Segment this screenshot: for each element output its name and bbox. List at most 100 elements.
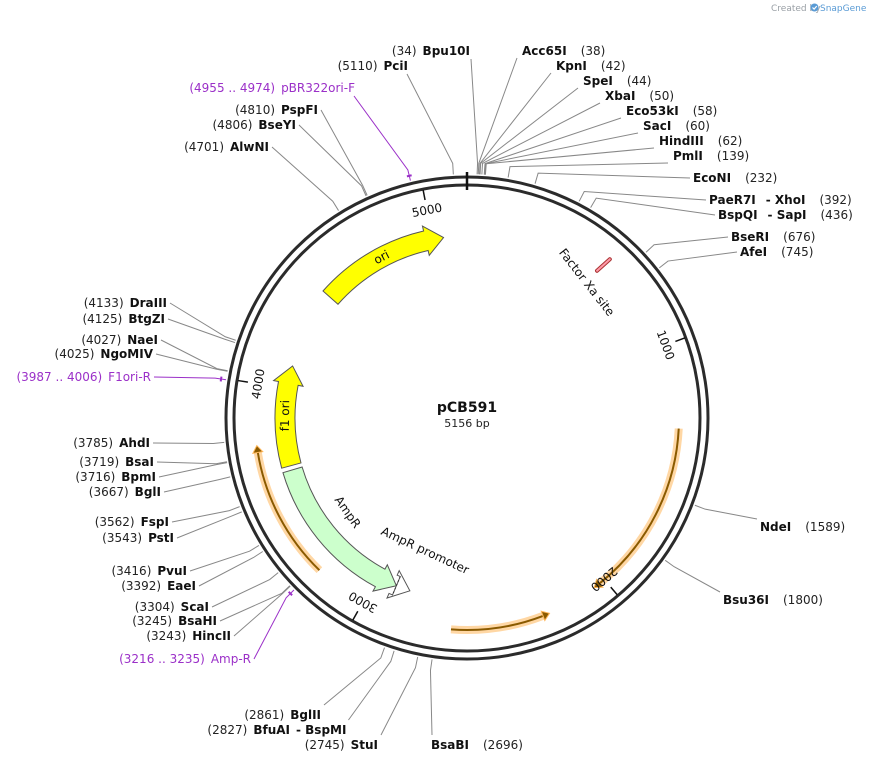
- site-name: DraIII: [130, 296, 167, 310]
- site-name-2: - SapI: [768, 208, 807, 222]
- site-ahdi[interactable]: AhdI(3785): [73, 436, 150, 450]
- leader-spei: [479, 87, 579, 175]
- leader-kpni: [478, 72, 552, 175]
- site-position: (3716): [75, 470, 115, 484]
- site-position: (60): [685, 119, 710, 133]
- site-afei[interactable]: AfeI(745): [740, 245, 813, 259]
- leader-saci: [484, 132, 639, 175]
- site-pvui[interactable]: PvuI(3416): [111, 564, 187, 578]
- site-position: (44): [627, 74, 652, 88]
- site-btgzi[interactable]: BtgZI(4125): [82, 312, 165, 326]
- orf-head-orf-1: [593, 578, 604, 589]
- site-amp-r[interactable]: Amp-R(3216 .. 3235): [119, 652, 251, 666]
- leader-pvui: [189, 545, 260, 572]
- site-labels: Bpu10I(34)PciI(5110) pBR322ori-F (4955 .. …: [16, 44, 852, 752]
- site-position: (2745): [305, 738, 345, 752]
- site-bglii[interactable]: BglII(2861): [244, 708, 321, 722]
- site-bsai[interactable]: BsaI(3719): [79, 455, 154, 469]
- leader-fspi: [171, 506, 240, 523]
- site-kpni[interactable]: KpnI(42): [556, 59, 626, 73]
- site-spei[interactable]: SpeI(44): [583, 74, 651, 88]
- site-name: KpnI: [556, 59, 587, 73]
- site-pcii[interactable]: PciI(5110): [338, 59, 408, 73]
- site-name: Acc65I: [522, 44, 567, 58]
- orf-halo-orf-1: [597, 428, 683, 587]
- leader-paer7i: [578, 191, 707, 202]
- feature-ampr[interactable]: [282, 466, 398, 592]
- site-name: BseYI: [258, 118, 296, 132]
- feature-f1-ori[interactable]: [272, 365, 304, 469]
- site-saci[interactable]: SacI(60): [643, 119, 710, 133]
- site-ndei[interactable]: NdeI(1589): [760, 520, 845, 534]
- orf-orf-2[interactable]: [450, 614, 544, 631]
- site-hindiii[interactable]: HindIII(62): [659, 134, 742, 148]
- site-position: (50): [649, 89, 674, 103]
- site-position: (3667): [89, 485, 129, 499]
- site-name: BpmI: [121, 470, 156, 484]
- site-pbr322ori-f[interactable]: pBR322ori-F (4955 .. 4974): [189, 81, 355, 95]
- snapgene-branding[interactable]: Created by SnapGene: [771, 3, 867, 15]
- site-name-2: - XhoI: [766, 193, 806, 207]
- site-name: PaeR7I: [709, 193, 756, 207]
- site-position: (1589): [805, 520, 845, 534]
- site-bpu10i[interactable]: Bpu10I(34): [392, 44, 470, 58]
- site-bfuai[interactable]: BfuAI(2827)- BspMI: [207, 723, 346, 737]
- site-name: PciI: [384, 59, 409, 73]
- site-paer7i[interactable]: PaeR7I- XhoI(392): [709, 193, 852, 207]
- site-psti[interactable]: PstI(3543): [102, 531, 174, 545]
- site-name: BspQI: [718, 208, 758, 222]
- site-position: (4955 .. 4974): [189, 81, 275, 95]
- site-econi[interactable]: EcoNI(232): [693, 171, 777, 185]
- site-acc65i[interactable]: Acc65I(38): [522, 44, 605, 58]
- site-position: (1800): [783, 593, 823, 607]
- leader-eaei: [198, 551, 264, 587]
- site-position: (58): [693, 104, 718, 118]
- snapgene-logo-icon: [810, 3, 819, 12]
- ruler-label-1000: 1000: [654, 328, 678, 362]
- site-f1ori-r[interactable]: F1ori-R(3987 .. 4006): [16, 370, 151, 384]
- site-position: (4027): [81, 333, 121, 347]
- site-bsahi[interactable]: BsaHI(3245): [132, 614, 217, 628]
- ruler-label-2000: 2000: [588, 564, 620, 594]
- site-name: pBR322ori-F: [281, 81, 355, 95]
- site-bsabi[interactable]: BsaBI(2696): [431, 738, 523, 752]
- site-alwni[interactable]: AlwNI(4701): [184, 140, 269, 154]
- site-naei[interactable]: NaeI (4027): [81, 333, 158, 347]
- leader-bseri: [645, 236, 729, 253]
- site-eaei[interactable]: EaeI(3392): [121, 579, 196, 593]
- site-position: (62): [718, 134, 743, 148]
- site-bsu36i[interactable]: Bsu36I(1800): [723, 593, 823, 607]
- site-name: NaeI: [127, 333, 158, 347]
- site-position: (3987 .. 4006): [16, 370, 102, 384]
- site-name: BfuAI: [253, 723, 290, 737]
- site-position: (4025): [55, 347, 95, 361]
- orf-orf-1[interactable]: [599, 428, 680, 585]
- site-eco53ki[interactable]: Eco53kI(58): [626, 104, 717, 118]
- site-xbai[interactable]: XbaI(50): [605, 89, 674, 103]
- site-bspqi[interactable]: BspQI- SapI(436): [718, 208, 853, 222]
- feature-ori[interactable]: [322, 225, 445, 305]
- site-pmli[interactable]: PmlI(139): [673, 149, 749, 163]
- site-scai[interactable]: ScaI(3304): [135, 600, 209, 614]
- site-bpmi[interactable]: BpmI (3716): [75, 470, 156, 484]
- site-ngomiv[interactable]: NgoMIV(4025): [55, 347, 154, 361]
- site-hincii[interactable]: HincII(3243): [146, 629, 231, 643]
- feature-label-ori: ori: [371, 247, 391, 267]
- leader-bsu36i: [664, 559, 721, 593]
- site-stui[interactable]: StuI(2745): [305, 738, 378, 752]
- leader-bseyi: [298, 124, 367, 197]
- site-position: (139): [717, 149, 749, 163]
- orf-orf-3[interactable]: [256, 452, 321, 571]
- site-name: BglII: [290, 708, 321, 722]
- site-position: (4806): [213, 118, 253, 132]
- site-position: (4810): [235, 103, 275, 117]
- site-bseri[interactable]: BseRI(676): [731, 230, 815, 244]
- feature-ampr-promoter[interactable]: [386, 569, 411, 599]
- site-bgli[interactable]: BglI(3667): [89, 485, 161, 499]
- site-name: FspI: [141, 515, 169, 529]
- site-pspfi[interactable]: PspFI(4810): [235, 103, 318, 117]
- site-fspi[interactable]: FspI(3562): [95, 515, 169, 529]
- site-bseyi[interactable]: BseYI (4806): [213, 118, 297, 132]
- site-position: (676): [783, 230, 815, 244]
- site-draiii[interactable]: DraIII(4133): [84, 296, 167, 310]
